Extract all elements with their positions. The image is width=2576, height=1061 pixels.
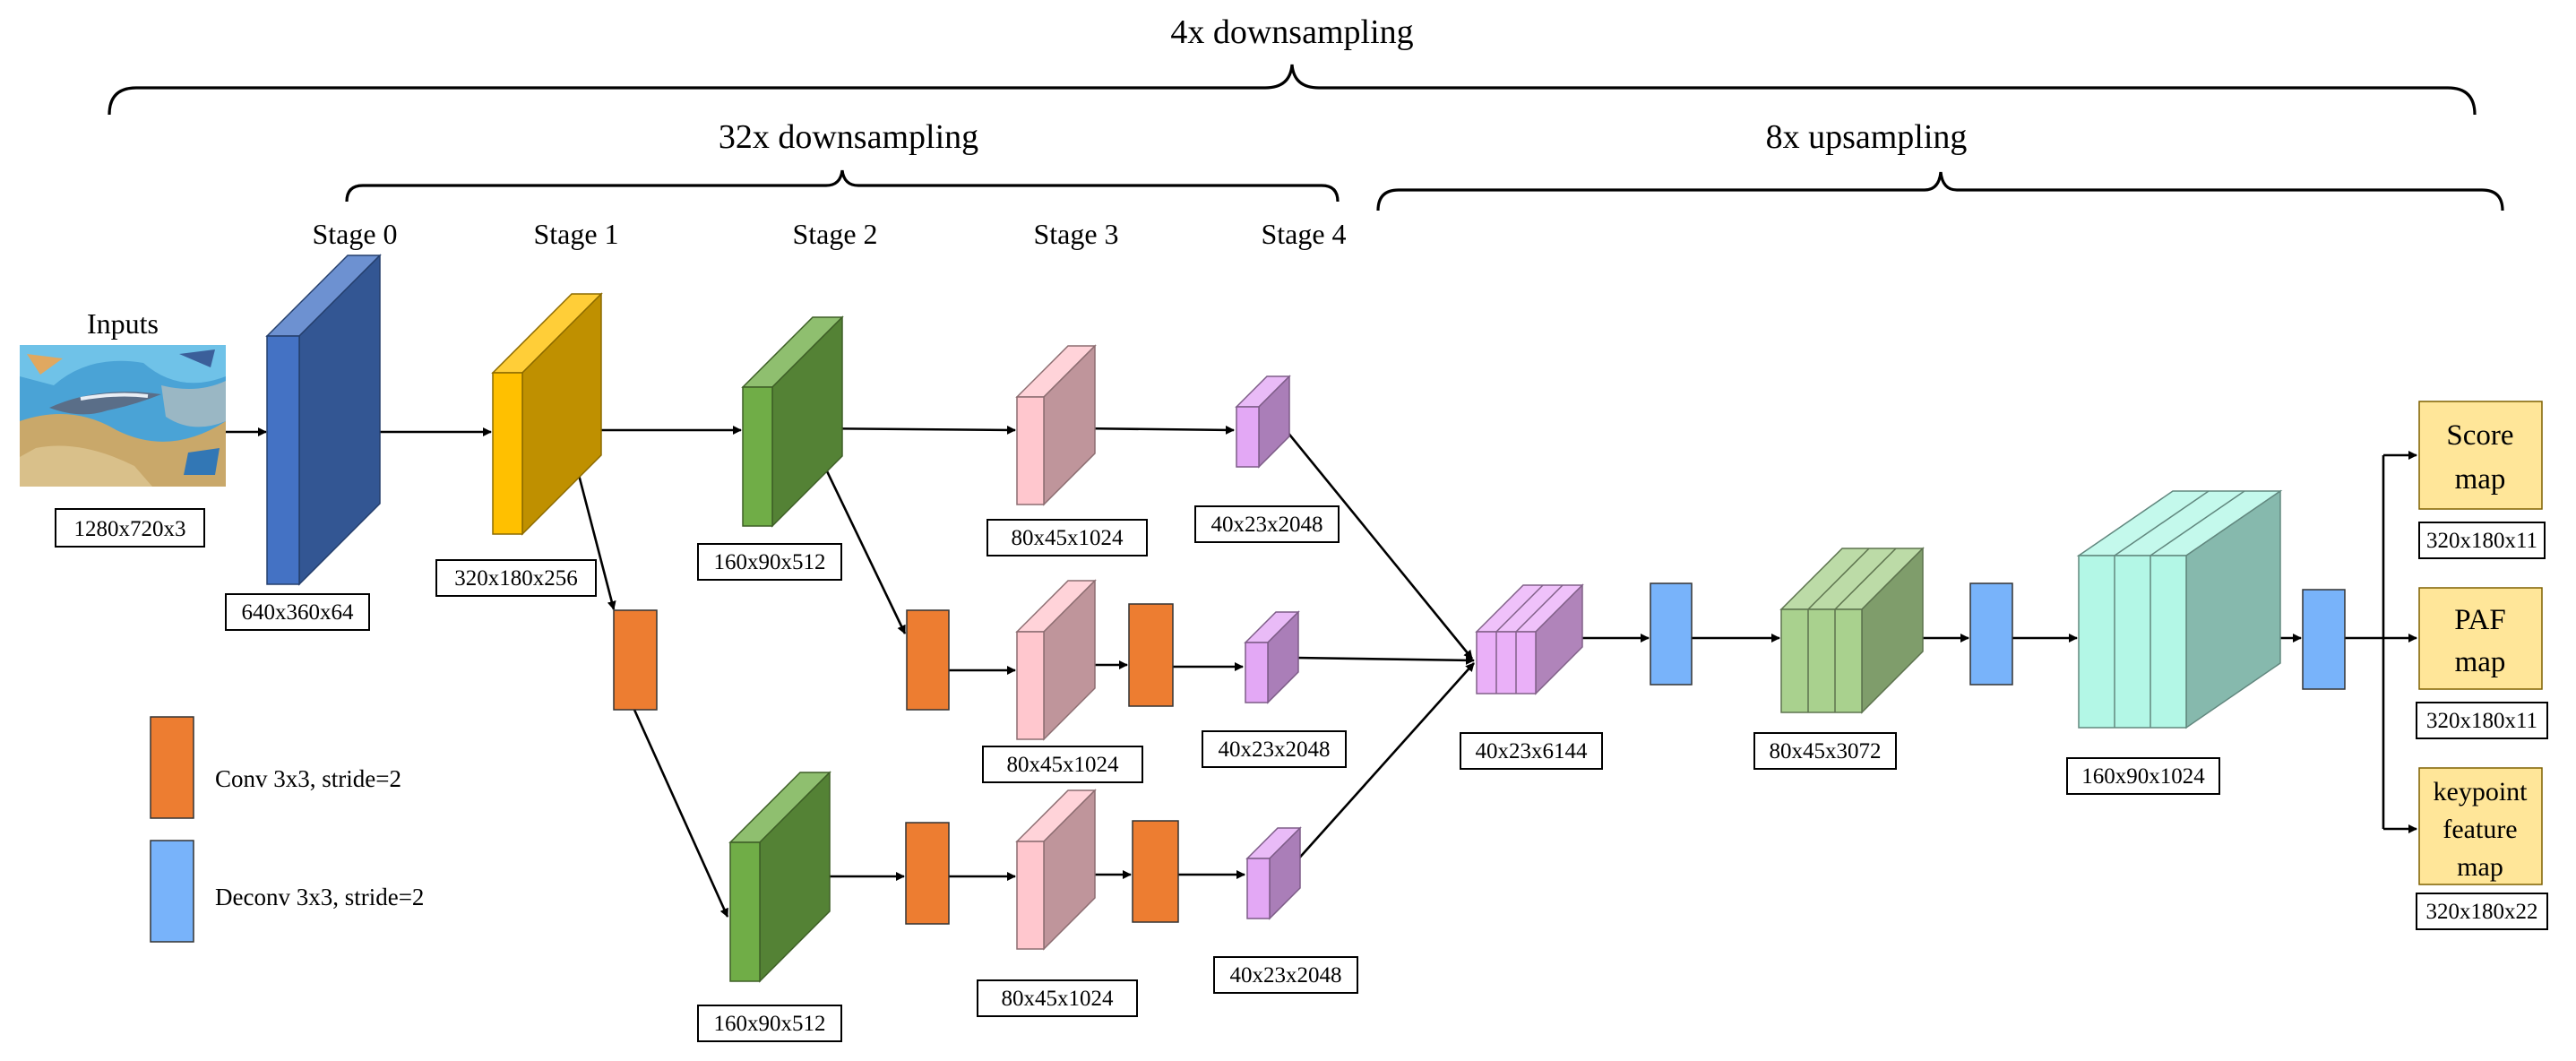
stage0-dims-text: 640x360x64 (242, 600, 355, 625)
stage4-top-dims: 40x23x2048 (1194, 505, 1340, 543)
conn-stage3top-stage4top (1079, 425, 1235, 435)
brace-8x-upsampling (1376, 171, 2504, 211)
input-dims: 1280x720x3 (74, 517, 186, 541)
output-paf-dims: 320x180x11 (2426, 709, 2537, 733)
stage4-top-dims-text: 40x23x2048 (1211, 513, 1323, 537)
legend-deconv-swatch (150, 840, 194, 943)
conn-conv-stage2bottom (633, 709, 729, 918)
stage3-mid-dims: 80x45x1024 (982, 746, 1143, 783)
output-score-dims: 320x180x11 (2426, 529, 2537, 553)
up2-dims-text: 160x90x1024 (2081, 764, 2205, 789)
stage-0-label: Stage 0 (312, 218, 397, 250)
stage4-bottom-block (1245, 826, 1302, 920)
conn-stage4bottom-concat (1295, 662, 1475, 863)
output-score-line1: Score (2446, 419, 2513, 452)
stage-1-label: Stage 1 (533, 218, 618, 250)
deconv-block-1 (1650, 582, 1693, 686)
stage-3-label: Stage 3 (1033, 218, 1118, 250)
conv-block-1 (613, 609, 658, 711)
stage2-bottom-block (728, 771, 831, 983)
output-keypoint-line3: map (2457, 852, 2503, 882)
stage4-mid-dims: 40x23x2048 (1202, 730, 1347, 768)
concat-dims: 40x23x6144 (1460, 732, 1603, 770)
output-keypoint-line2: feature (2442, 815, 2517, 844)
stage2-bottom-dims: 160x90x512 (697, 1005, 842, 1042)
output-score-line2: map (2455, 463, 2506, 496)
stage2-top-dims-text: 160x90x512 (714, 550, 826, 574)
stage3-top-dims-text: 80x45x1024 (1012, 526, 1124, 550)
stage0-block (265, 254, 382, 586)
stage2-top-dims: 160x90x512 (697, 543, 842, 581)
stage3-top-block (1015, 344, 1097, 506)
stage-2-label: Stage 2 (792, 218, 877, 250)
stage2-bottom-dims-text: 160x90x512 (714, 1012, 826, 1036)
output-keypoint-dims: 320x180x22 (2426, 900, 2538, 924)
header-8x-upsampling: 8x upsampling (1766, 118, 1968, 156)
stage4-bottom-dims-text: 40x23x2048 (1230, 963, 1342, 988)
output-paf-line1: PAF (2454, 604, 2506, 636)
stage4-mid-dims-text: 40x23x2048 (1219, 738, 1331, 762)
concat-dims-text: 40x23x6144 (1476, 739, 1589, 763)
up1-dims-text: 80x45x3072 (1770, 739, 1882, 763)
stage2-top-block (741, 315, 844, 528)
output-paf-map: PAF map (2418, 587, 2543, 690)
up2-dims: 160x90x1024 (2066, 757, 2220, 795)
output-keypoint-feature-map: keypoint feature map (2418, 767, 2543, 885)
legend-conv-label: Conv 3x3, stride=2 (215, 765, 401, 792)
stage0-dims: 640x360x64 (225, 593, 370, 631)
stage1-block (491, 292, 603, 536)
up1-block (1779, 547, 1925, 714)
brace-32x-downsampling (345, 169, 1340, 203)
stage3-bottom-dims-text: 80x45x1024 (1002, 987, 1115, 1011)
conv-block-3 (1128, 603, 1174, 707)
conv-block-5 (1132, 820, 1179, 923)
conv-block-4 (905, 822, 950, 925)
conn-stage4mid-concat (1295, 655, 1475, 665)
up2-block (2076, 489, 2283, 729)
output-paf-line2: map (2455, 646, 2506, 678)
deconv-block-2 (1969, 582, 2013, 686)
conv-block-2 (906, 609, 950, 711)
header-4x-downsampling: 4x downsampling (1170, 13, 1413, 51)
output-keypoint-line1: keypoint (2434, 777, 2529, 807)
legend-conv-swatch (150, 716, 194, 819)
deconv-block-3 (2302, 589, 2346, 690)
input-image: Inputs (20, 307, 226, 487)
stage1-dims: 320x180x256 (435, 559, 597, 597)
legend-deconv-label: Deconv 3x3, stride=2 (215, 884, 424, 910)
stage3-mid-block (1015, 579, 1097, 741)
concat-block (1475, 583, 1584, 695)
conn-stage4top-concat (1277, 420, 1474, 660)
stage1-dims-text: 320x180x256 (454, 566, 578, 591)
stage-4-label: Stage 4 (1261, 218, 1346, 250)
brace-4x-downsampling (108, 64, 2477, 116)
stage3-top-dims: 80x45x1024 (986, 519, 1148, 556)
output-score-map: Score map (2418, 401, 2543, 510)
dimension-labels: 640x360x64 320x180x256 160x90x512 160x90x51… (225, 505, 2220, 1042)
stage4-top-block (1235, 375, 1291, 469)
header-32x-downsampling: 32x downsampling (719, 118, 978, 156)
stage4-bottom-dims: 40x23x2048 (1213, 956, 1358, 994)
blocks (265, 254, 2346, 983)
input-label: Inputs (87, 307, 159, 340)
up1-dims: 80x45x3072 (1753, 732, 1897, 770)
stage3-bottom-block (1015, 789, 1097, 951)
stage3-bottom-dims: 80x45x1024 (977, 979, 1138, 1017)
stage4-mid-block (1244, 610, 1300, 704)
stage3-mid-dims-text: 80x45x1024 (1007, 753, 1120, 777)
